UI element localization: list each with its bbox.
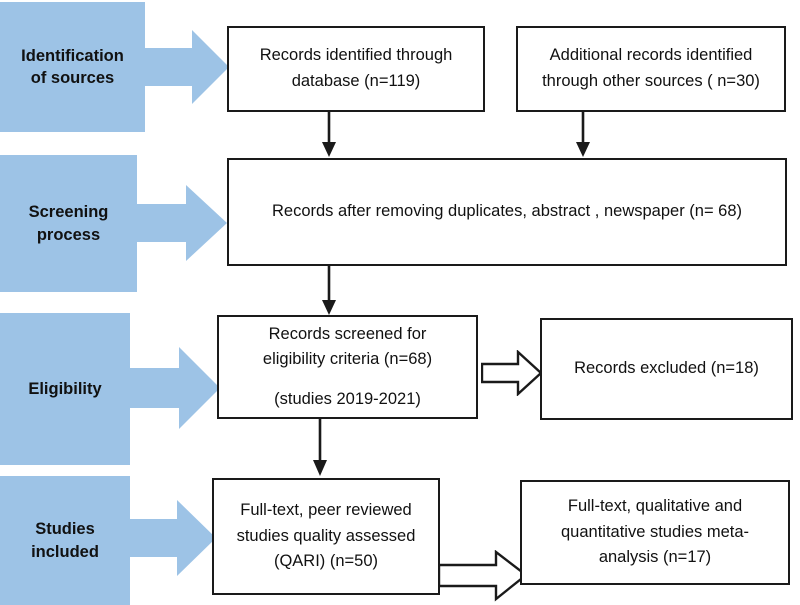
stage-label-line1: Screening (28, 203, 109, 222)
box-line-1: Records after removing duplicates, abstr… (271, 202, 743, 221)
box-line-1: Records excluded (n=18) (574, 359, 759, 378)
box-line-1: Full-text, peer reviewed (240, 501, 412, 520)
stage-block-studies-included: Studies included (0, 476, 130, 605)
box-line-1: Additional records identified (549, 46, 753, 65)
stage-label-line2: process (36, 225, 101, 244)
box-line-1: Records screened for (268, 324, 427, 343)
box-records-after-duplicates: Records after removing duplicates, abstr… (227, 158, 787, 266)
hollow-right-arrow-icon-to-excluded (481, 350, 543, 396)
stage-label-line2: included (31, 542, 99, 561)
box-quality-assessed-qari: Full-text, peer reviewed studies quality… (212, 478, 440, 595)
box-line-1: Records identified through (259, 46, 453, 65)
box-line-2: eligibility criteria (n=68) (262, 350, 433, 369)
box-records-identified-database: Records identified through database (n=1… (227, 26, 485, 112)
box-line-spacer (229, 373, 466, 387)
stage-label-line1: Identification (21, 46, 124, 65)
stage-arrow-screening (136, 182, 228, 264)
down-arrow-icon-eligibility-to-included (311, 419, 329, 477)
box-line-2: database (n=119) (291, 72, 421, 90)
stage-arrow-studies-included (129, 497, 217, 579)
down-arrow-icon-other-to-screening (574, 112, 592, 158)
stage-block-eligibility: Eligibility (0, 313, 130, 465)
box-line-1: Full-text, qualitative and (567, 497, 743, 516)
stage-label-line1: Studies (35, 520, 95, 539)
hollow-right-arrow-icon-to-meta-analysis (438, 550, 528, 602)
box-line-3: (QARI) (n=50) (273, 552, 379, 571)
box-records-excluded: Records excluded (n=18) (540, 318, 793, 420)
stage-block-screening: Screening process (0, 155, 137, 292)
box-line-3: (studies 2019-2021) (274, 389, 421, 408)
box-additional-records-other-sources: Additional records identified through ot… (516, 26, 786, 112)
box-records-screened-eligibility: Records screened for eligibility criteri… (217, 315, 478, 419)
down-arrow-icon-database-to-screening (320, 112, 338, 158)
down-arrow-icon-screening-to-eligibility (320, 266, 338, 316)
box-line-2: quantitative studies meta- (560, 522, 750, 541)
stage-block-identification: Identification of sources (0, 2, 145, 132)
box-line-2: studies quality assessed (236, 526, 416, 545)
stage-arrow-eligibility (129, 344, 221, 432)
stage-label-line1: Eligibility (28, 379, 102, 398)
box-meta-analysis: Full-text, qualitative and quantitative … (520, 480, 790, 585)
box-line-2: through other sources ( n=30) (542, 72, 760, 90)
stage-label-line2: of sources (30, 69, 115, 87)
box-line-3: analysis (n=17) (598, 548, 712, 567)
stage-arrow-identification (144, 28, 230, 106)
